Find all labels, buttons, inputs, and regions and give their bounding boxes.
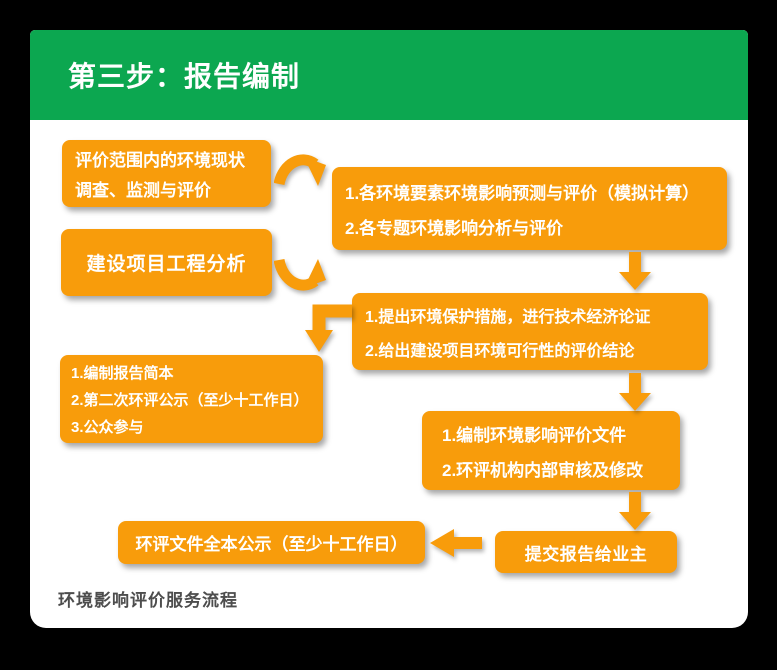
box-text-line: 3.公众参与 xyxy=(71,418,144,436)
down-arrow-document-to-submit-icon xyxy=(619,492,651,530)
left-arrow-submit-to-publicity-icon xyxy=(430,529,482,557)
box-project-engineering-analysis: 建设项目工程分析 xyxy=(61,229,272,296)
curved-arrow-survey-to-prediction-icon xyxy=(274,154,326,186)
curved-arrow-analysis-to-prediction-icon xyxy=(274,258,326,291)
box-text-line: 2.第二次环评公示（至少十工作日） xyxy=(71,391,309,409)
box-protection-measures-conclusion: 1.提出环境保护措施，进行技术经济论证 2.给出建设项目环境可行性的评价结论 xyxy=(352,293,708,370)
down-arrow-prediction-to-measures-icon xyxy=(619,252,651,290)
box-text-line: 2.各专题环境影响分析与评价 xyxy=(345,218,564,238)
box-env-status-survey: 评价范围内的环境现状 调查、监测与评价 xyxy=(62,140,271,207)
box-text-line: 建设项目工程分析 xyxy=(86,254,247,275)
box-text-line: 评价范围内的环境现状 xyxy=(75,151,245,170)
box-eia-document-compile-review: 1.编制环境影响评价文件 2.环评机构内部审核及修改 xyxy=(422,411,680,490)
flowchart-caption: 环境影响评价服务流程 xyxy=(58,591,238,610)
box-text-line: 环评文件全本公示（至少十工作日） xyxy=(135,535,408,554)
box-text-line: 1.各环境要素环境影响预测与评价（模拟计算） xyxy=(345,183,700,203)
down-arrow-measures-to-document-icon xyxy=(619,373,651,411)
box-impact-prediction-evaluation: 1.各环境要素环境影响预测与评价（模拟计算） 2.各专题环境影响分析与评价 xyxy=(332,167,727,250)
box-full-document-public-notice: 环评文件全本公示（至少十工作日） xyxy=(118,521,425,564)
step-header-banner: 第三步：报告编制 xyxy=(30,30,748,120)
box-text-line: 提交报告给业主 xyxy=(524,544,648,564)
box-text-line: 1.提出环境保护措施，进行技术经济论证 xyxy=(365,308,651,326)
box-report-draft-public-notice: 1.编制报告简本 2.第二次环评公示（至少十工作日） 3.公众参与 xyxy=(60,355,323,443)
flowchart-card: 第三步：报告编制 评价范围内的环境现状 调查、监测与评价 建设项目工程分析 1.… xyxy=(30,30,748,628)
box-text-line: 1.编制报告简本 xyxy=(71,364,174,382)
box-text-line: 2.环评机构内部审核及修改 xyxy=(442,460,644,480)
elbow-arrow-measures-to-draft-icon xyxy=(305,304,352,352)
page-title: 第三步：报告编制 xyxy=(68,61,301,92)
box-text-line: 调查、监测与评价 xyxy=(75,181,211,200)
box-text-line: 1.编制环境影响评价文件 xyxy=(442,425,627,445)
box-text-line: 2.给出建设项目环境可行性的评价结论 xyxy=(365,342,635,360)
box-submit-report-to-owner: 提交报告给业主 xyxy=(495,531,677,573)
